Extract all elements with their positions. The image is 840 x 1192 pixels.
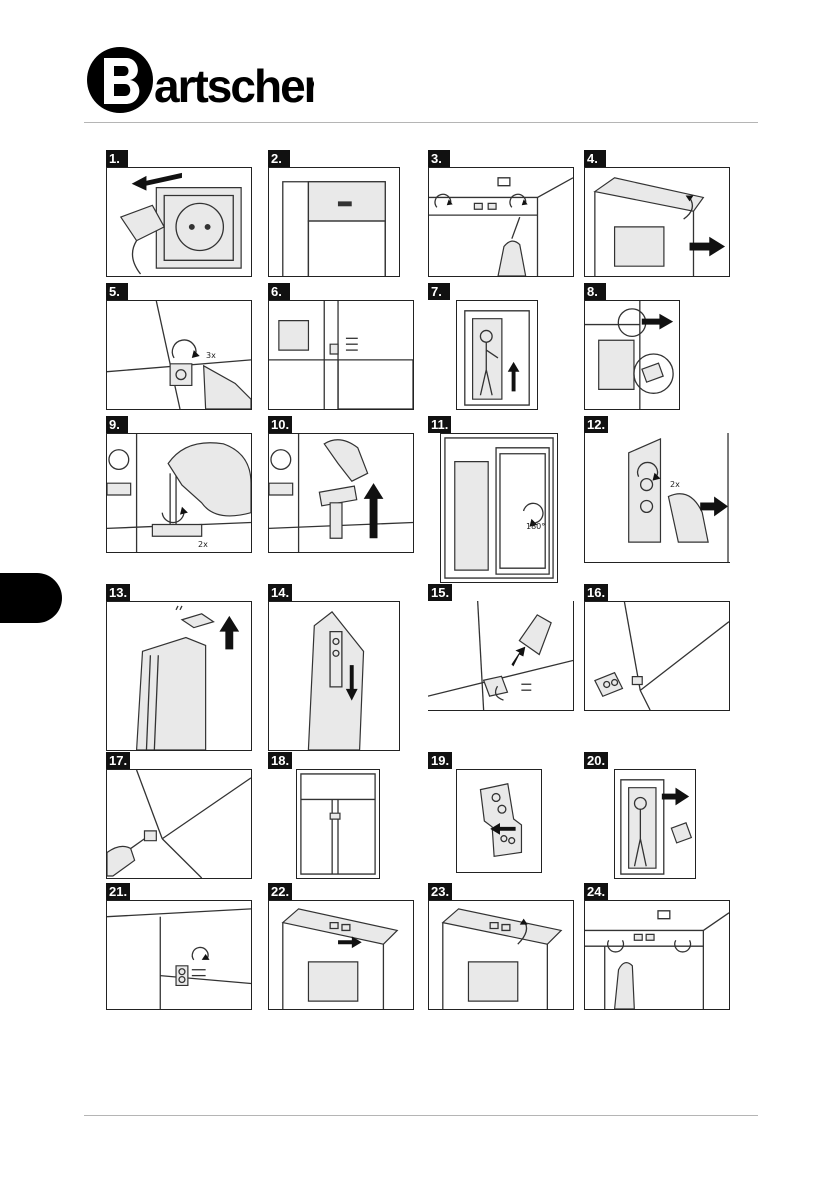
step-number: 12. xyxy=(584,416,608,433)
step-note: 180° xyxy=(526,522,545,531)
hinge-screws-icon xyxy=(106,300,252,410)
bartscher-logo: artscher xyxy=(84,44,314,116)
unscrew-top-icon xyxy=(428,167,574,277)
step-15: 15. xyxy=(428,584,574,714)
step-2: 2. xyxy=(268,150,414,280)
step-number: 8. xyxy=(584,283,606,300)
step-number: 3. xyxy=(428,150,450,167)
hinge-removed-icon xyxy=(268,300,414,410)
step-number: 19. xyxy=(428,752,452,769)
step-number: 22. xyxy=(268,883,292,900)
step-13: 13. xyxy=(106,584,252,714)
step-number: 18. xyxy=(268,752,292,769)
step-18: 18. xyxy=(268,752,414,882)
step-number: 4. xyxy=(584,150,606,167)
header-divider xyxy=(84,122,758,123)
step-24: 24. xyxy=(584,883,730,1013)
remove-cap-icon xyxy=(584,300,680,410)
lower-cover-icon xyxy=(428,900,574,1010)
installation-steps-grid: 1. 2. 3. xyxy=(106,150,752,1012)
step-number: 11. xyxy=(428,416,451,433)
step-9: 9. 2x xyxy=(106,416,252,546)
rotate-door-icon xyxy=(440,433,558,583)
step-number: 1. xyxy=(106,150,128,167)
bottom-hinge-icon xyxy=(428,601,574,711)
pull-pin-icon xyxy=(268,433,414,553)
step-number: 5. xyxy=(106,283,128,300)
step-23: 23. xyxy=(428,883,574,1013)
lift-cover-icon xyxy=(584,167,730,277)
step-number: 24. xyxy=(584,883,608,900)
step-number: 14. xyxy=(268,584,292,601)
step-22: 22. xyxy=(268,883,414,1013)
step-number: 13. xyxy=(106,584,130,601)
step-number: 20. xyxy=(584,752,608,769)
step-17: 17. xyxy=(106,752,252,882)
unplug-icon xyxy=(106,167,252,277)
fasten-hinge-icon xyxy=(106,900,252,1010)
step-number: 2. xyxy=(268,150,290,167)
step-11: 11. 180° xyxy=(428,416,574,546)
step-number: 9. xyxy=(106,416,128,433)
step-4: 4. xyxy=(584,150,730,280)
step-number: 6. xyxy=(268,283,290,300)
step-10: 10. xyxy=(268,416,414,546)
step-20: 20. xyxy=(584,752,730,882)
footer-divider xyxy=(84,1115,758,1116)
hinge-mounted-icon xyxy=(584,601,730,711)
unscrew-pin-icon xyxy=(106,433,252,553)
step-19: 19. xyxy=(428,752,574,882)
cabinet-top-icon xyxy=(268,167,400,277)
step-note: 2x xyxy=(670,480,680,489)
step-number: 23. xyxy=(428,883,452,900)
step-number: 15. xyxy=(428,584,452,601)
tighten-screw-icon xyxy=(106,769,252,879)
step-note: 2x xyxy=(198,540,208,549)
section-tab-marker xyxy=(0,573,62,623)
step-21: 21. xyxy=(106,883,252,1013)
step-number: 16. xyxy=(584,584,608,601)
step-note: 3x xyxy=(206,351,216,360)
slide-bracket-icon xyxy=(268,601,400,751)
step-number: 21. xyxy=(106,883,130,900)
brand-wordmark: artscher xyxy=(154,60,314,112)
step-14: 14. xyxy=(268,584,414,714)
door-screws-icon xyxy=(584,433,730,563)
screw-top-icon xyxy=(584,900,730,1010)
step-number: 7. xyxy=(428,283,450,300)
lift-door-icon xyxy=(456,300,538,410)
step-8: 8. xyxy=(584,283,730,413)
step-3: 3. xyxy=(428,150,574,280)
step-number: 17. xyxy=(106,752,130,769)
bracket-plate-icon xyxy=(456,769,542,873)
refit-door-icon xyxy=(614,769,696,879)
step-7: 7. xyxy=(428,283,574,413)
step-16: 16. xyxy=(584,584,730,714)
step-6: 6. xyxy=(268,283,414,413)
top-bracket-icon xyxy=(106,601,252,751)
step-number: 10. xyxy=(268,416,292,433)
slide-cover-icon xyxy=(268,900,414,1010)
step-12: 12. 2x xyxy=(584,416,730,546)
door-closed-icon xyxy=(296,769,380,879)
step-5: 5. 3x xyxy=(106,283,252,413)
step-1: 1. xyxy=(106,150,252,280)
